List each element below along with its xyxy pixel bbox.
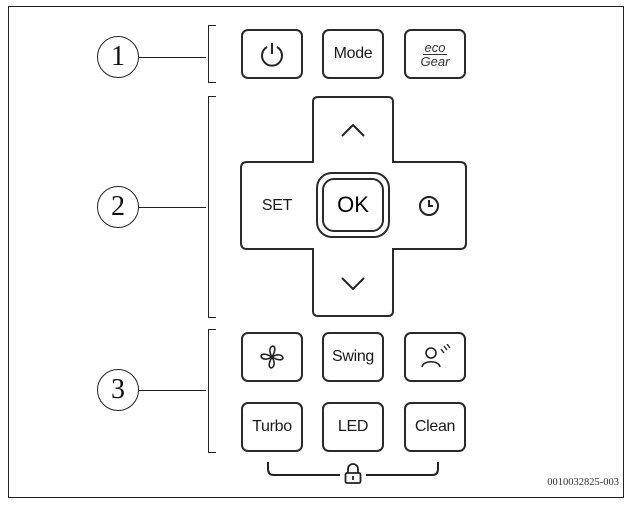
swing-button[interactable]: Swing xyxy=(322,332,384,382)
person-signal-icon xyxy=(421,344,451,368)
power-button[interactable] xyxy=(241,29,303,79)
reference-code: 0010032825-003 xyxy=(547,477,619,488)
chevron-down-icon xyxy=(341,276,365,290)
callout-3-leader xyxy=(139,390,206,391)
fan-icon xyxy=(260,345,284,369)
mode-button[interactable]: Mode xyxy=(322,29,384,79)
eco-text: eco xyxy=(422,39,448,55)
up-button[interactable] xyxy=(313,97,393,162)
chevron-up-icon xyxy=(341,123,365,137)
led-button[interactable]: LED xyxy=(322,402,384,452)
set-button[interactable]: SET xyxy=(243,164,311,247)
set-label: SET xyxy=(261,196,293,214)
clock-icon xyxy=(419,195,439,216)
mode-label: Mode xyxy=(333,45,373,62)
callout-1-leader xyxy=(139,57,206,58)
group-2-bracket xyxy=(208,96,216,318)
diagram-frame xyxy=(8,6,624,498)
ok-label: OK xyxy=(337,192,369,217)
callout-2: 2 xyxy=(97,186,139,228)
follow-me-button[interactable] xyxy=(404,332,466,382)
power-icon xyxy=(261,43,283,67)
eco-gear-logo: eco Gear xyxy=(421,41,450,68)
group-3-bracket xyxy=(208,329,216,453)
led-label: LED xyxy=(337,418,369,435)
lock-icon xyxy=(344,463,362,484)
clean-label: Clean xyxy=(414,418,456,435)
timer-button[interactable] xyxy=(395,164,463,247)
clean-button[interactable]: Clean xyxy=(404,402,466,452)
callout-2-leader xyxy=(139,207,206,208)
ok-button[interactable]: OK xyxy=(322,178,384,232)
gear-text: Gear xyxy=(420,53,450,69)
callout-3: 3 xyxy=(97,369,139,411)
down-button[interactable] xyxy=(313,249,393,316)
turbo-label: Turbo xyxy=(252,418,292,435)
swing-label: Swing xyxy=(331,348,375,365)
callout-1: 1 xyxy=(97,36,139,78)
fan-speed-button[interactable] xyxy=(241,332,303,382)
group-1-bracket xyxy=(208,25,216,83)
turbo-button[interactable]: Turbo xyxy=(241,402,303,452)
eco-gear-button[interactable]: eco Gear xyxy=(404,29,466,79)
